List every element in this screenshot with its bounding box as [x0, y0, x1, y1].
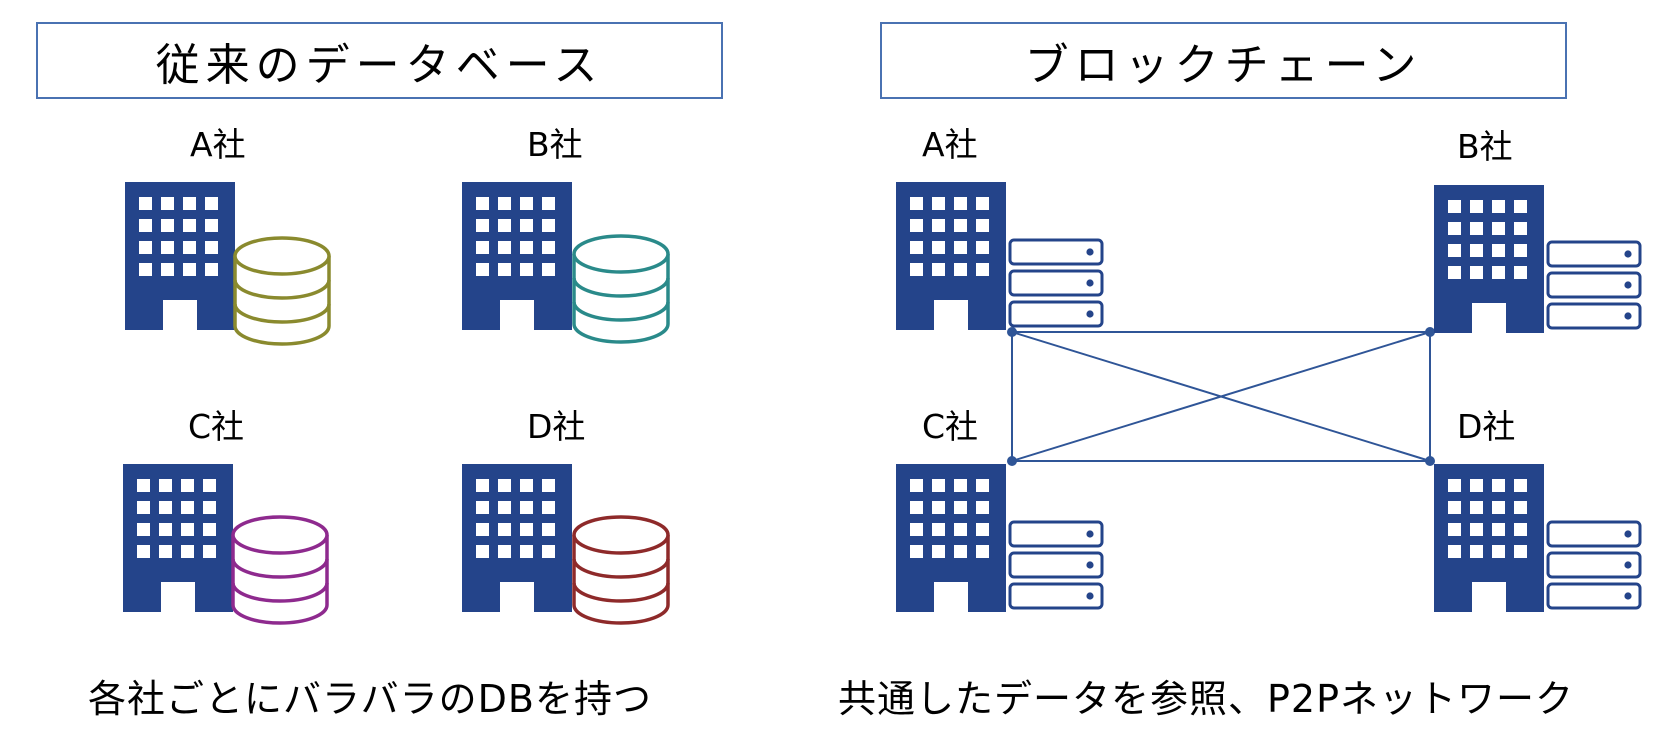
right-label-company-b: B社 — [1457, 127, 1513, 166]
right-company-d — [1434, 464, 1642, 612]
title-traditional-database-text: 従来のデータベース — [155, 39, 604, 91]
server-icon — [1008, 520, 1104, 610]
database-icon — [572, 515, 670, 625]
left-label-company-b: B社 — [527, 125, 583, 164]
node-c — [1007, 456, 1017, 466]
right-label-company-a: A社 — [922, 125, 978, 164]
building-icon — [896, 182, 1006, 330]
left-company-a — [125, 182, 331, 346]
right-company-a — [896, 182, 1104, 330]
title-traditional-database: 従来のデータベース — [36, 22, 723, 99]
left-company-c — [123, 464, 329, 625]
building-icon — [1434, 185, 1544, 333]
node-d — [1425, 456, 1435, 466]
database-icon — [231, 515, 329, 625]
right-company-b — [1434, 185, 1642, 333]
building-icon — [1434, 464, 1544, 612]
link-b-c — [1011, 331, 1431, 462]
server-icon — [1008, 238, 1104, 328]
building-icon — [125, 182, 235, 330]
building-icon — [462, 182, 572, 330]
database-icon — [572, 234, 670, 344]
title-blockchain-text: ブロックチェーン — [1024, 39, 1423, 91]
title-blockchain: ブロックチェーン — [880, 22, 1567, 99]
left-company-d — [462, 464, 670, 625]
right-company-c — [896, 464, 1104, 612]
p2p-network — [1011, 331, 1431, 462]
server-icon — [1546, 240, 1642, 330]
building-icon — [896, 464, 1006, 612]
building-icon — [123, 464, 233, 612]
node-b — [1425, 327, 1435, 337]
server-icon — [1546, 520, 1642, 610]
right-label-company-c: C社 — [922, 407, 979, 446]
left-label-company-a: A社 — [190, 125, 246, 164]
left-label-company-d: D社 — [527, 407, 586, 446]
left-label-company-c: C社 — [188, 407, 245, 446]
caption-traditional: 各社ごとにバラバラのDBを持つ — [88, 677, 652, 721]
caption-blockchain: 共通したデータを参照、P2Pネットワーク — [838, 677, 1575, 721]
left-company-b — [462, 182, 670, 344]
building-icon — [462, 464, 572, 612]
node-a — [1007, 327, 1017, 337]
right-label-company-d: D社 — [1457, 407, 1516, 446]
database-icon — [233, 236, 331, 346]
